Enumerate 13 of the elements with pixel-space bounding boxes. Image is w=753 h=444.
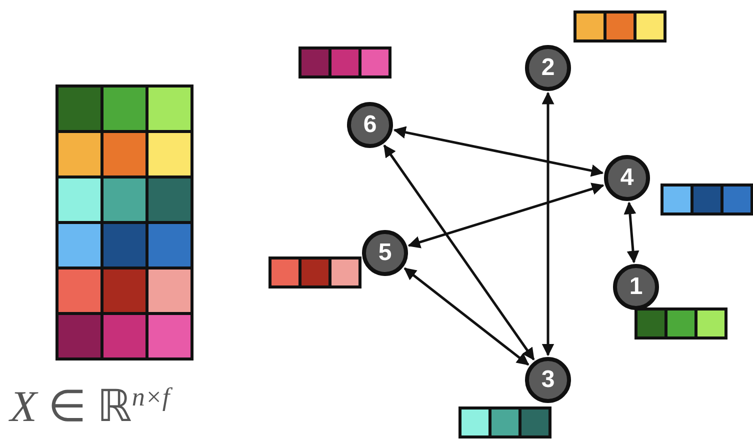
arrow: [542, 92, 554, 356]
arrow: [408, 182, 604, 248]
node-circle: 1: [613, 264, 659, 310]
arrow: [624, 202, 640, 264]
node-circle: 6: [347, 102, 393, 148]
node-circle: 2: [525, 45, 571, 91]
node-circle: 4: [604, 155, 650, 201]
matrix-formula: X ∈ ℝ$^{n×f}$: [10, 380, 170, 432]
arrow: [404, 267, 530, 366]
arrow: [383, 144, 535, 361]
node-circle: 5: [362, 230, 408, 276]
arrow: [393, 126, 604, 177]
node-circle: 3: [525, 357, 571, 403]
